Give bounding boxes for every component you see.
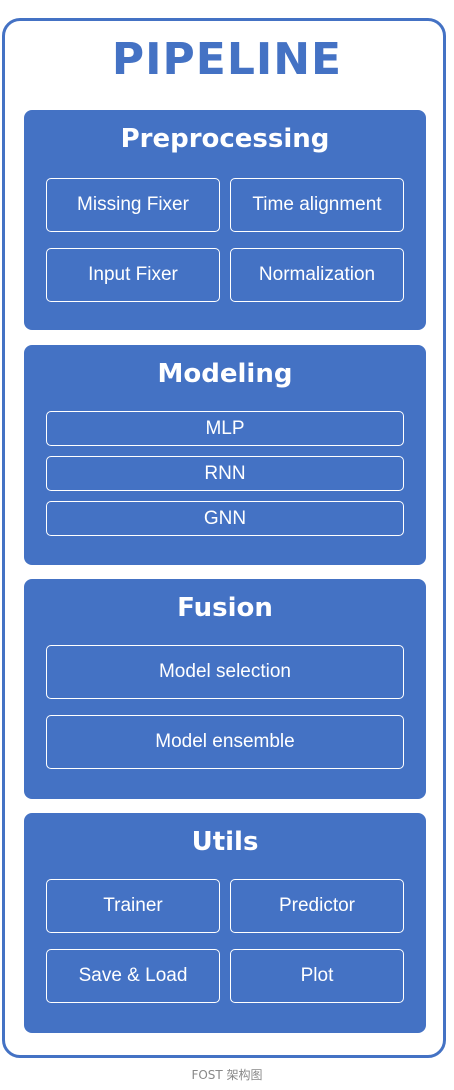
box-plot: Plot xyxy=(230,949,404,1003)
pipeline-title: PIPELINE xyxy=(111,34,343,85)
box-time-alignment: Time alignment xyxy=(230,178,404,232)
box-save-load: Save & Load xyxy=(46,949,220,1003)
box-mlp: MLP xyxy=(46,411,404,446)
figure-caption: FOST 架构图 xyxy=(191,1068,263,1082)
box-predictor: Predictor xyxy=(230,879,404,933)
section-title-modeling: Modeling xyxy=(157,359,293,389)
box-rnn: RNN xyxy=(46,456,404,491)
section-utils: Utils Trainer Predictor Save & Load Plot xyxy=(24,813,426,1033)
box-model-ensemble: Model ensemble xyxy=(46,715,404,769)
section-title-fusion: Fusion xyxy=(177,593,273,623)
box-model-selection: Model selection xyxy=(46,645,404,699)
section-title-preprocessing: Preprocessing xyxy=(120,124,330,154)
section-title-utils: Utils xyxy=(191,827,259,857)
section-preprocessing: Preprocessing Missing Fixer Time alignme… xyxy=(24,110,426,330)
box-gnn: GNN xyxy=(46,501,404,536)
box-missing-fixer: Missing Fixer xyxy=(46,178,220,232)
box-input-fixer: Input Fixer xyxy=(46,248,220,302)
section-modeling: Modeling MLP RNN GNN xyxy=(24,345,426,565)
section-fusion: Fusion Model selection Model ensemble xyxy=(24,579,426,799)
box-trainer: Trainer xyxy=(46,879,220,933)
box-normalization: Normalization xyxy=(230,248,404,302)
